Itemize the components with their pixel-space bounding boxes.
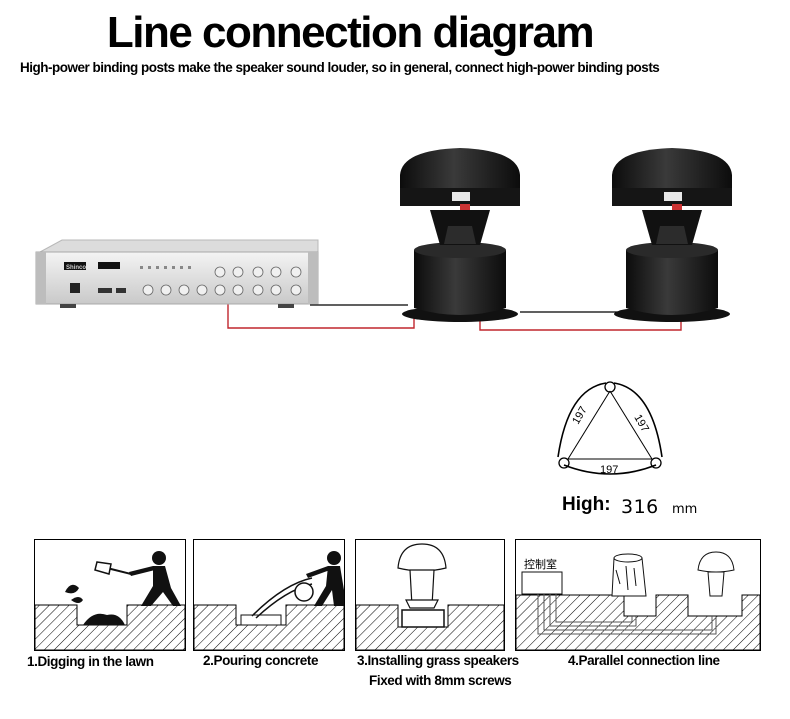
step-1-caption: 1.Digging in the lawn [27,654,154,669]
step-4-illustration: 控制室 [515,539,761,651]
step-1-illustration [34,539,186,651]
height-unit: mm [672,502,698,517]
base-outline-arc-bottom [563,464,657,475]
control-room-label: 控制室 [524,557,557,571]
step-2-illustration [193,539,345,651]
equipment-connection-figure: Shinco [35,148,732,331]
step-3-illustration [355,539,505,651]
step-3-caption: 3.Installing grass speakers [357,653,519,668]
speaker-left [400,148,520,322]
speaker-right [612,148,732,322]
base-dimension-diagram: 197 197 197 [557,381,663,476]
mushroom-speaker-icon [697,551,735,597]
tree-stump-speaker-icon [611,553,647,597]
base-outline-arc-left [557,382,607,458]
amplifier: Shinco [35,239,319,308]
worker-digging-icon [129,551,181,606]
wire-speaker-to-speaker [479,318,682,331]
grass-speaker-icon [397,543,447,609]
mount-hole-right [650,457,662,469]
amp-brand: Shinco [66,265,86,271]
step-4-caption: 4.Parallel connection line [568,653,720,668]
dimension-line-left [567,390,611,460]
mount-hole-top [604,381,616,393]
page-title: Line connection diagram [106,8,595,57]
worker-pushing-icon [306,551,344,606]
page-subtitle: High-power binding posts make the speake… [20,60,660,75]
soil-pile [83,613,125,625]
dimension-line-right [609,390,653,460]
wire-amp-to-speaker [227,293,415,329]
step-2-caption: 2.Pouring concrete [203,653,319,668]
height-value: 316 [621,496,659,518]
dimension-bottom: 197 [600,464,618,476]
base-outline-arc-right [613,382,663,458]
height-label: High: [562,494,611,515]
mount-hole-left [558,457,570,469]
step-3-caption-note: Fixed with 8mm screws [369,673,512,688]
